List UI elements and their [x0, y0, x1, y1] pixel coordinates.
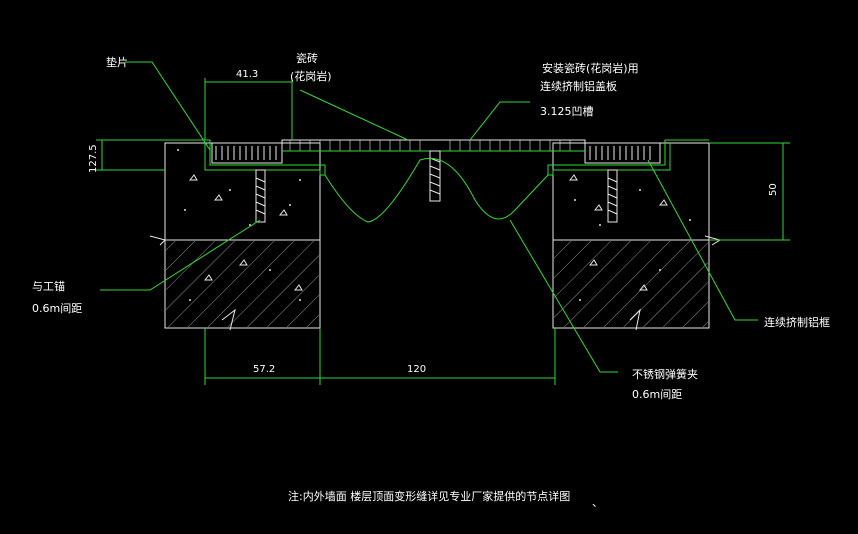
dim-bottom-left: 57.2 — [253, 364, 275, 375]
label-tile-line1: 瓷砖 — [296, 51, 318, 65]
label-frame: 连续挤制铝框 — [764, 315, 830, 329]
label-anchor-line1: 与工锚 — [32, 279, 65, 293]
right-concrete-block — [552, 142, 722, 331]
right-screw — [607, 169, 618, 223]
center-screw — [429, 150, 441, 202]
footnote-mark: 、 — [592, 496, 603, 509]
cover-plate — [281, 139, 586, 152]
dimension-lines — [96, 78, 790, 385]
label-gasket: 垫片 — [106, 55, 128, 69]
dim-bottom-gap: 120 — [407, 364, 426, 375]
dim-top-width: 41.3 — [236, 69, 258, 80]
dim-left-height: 127.5 — [88, 144, 99, 173]
left-concrete-block — [149, 142, 321, 331]
label-cover-line1: 安装瓷砖(花岗岩)用 — [542, 61, 639, 75]
label-cover-line2: 连续挤制铝盖板 — [540, 79, 617, 93]
label-anchor-line2: 0.6m间距 — [32, 302, 82, 315]
leader-lines — [100, 61, 758, 373]
label-spring-line2: 0.6m间距 — [632, 388, 682, 401]
label-cover-line3: 3.125凹槽 — [540, 105, 594, 118]
dim-right-height: 50 — [768, 183, 779, 196]
left-aluminum-frame — [165, 139, 326, 176]
label-tile-line2: (花岗岩) — [290, 69, 332, 83]
spring-clip — [324, 157, 549, 223]
left-screw — [255, 169, 266, 223]
right-aluminum-frame — [547, 139, 709, 176]
footnote: 注:内外墙面 楼层顶面变形缝详见专业厂家提供的节点详图 — [288, 489, 570, 503]
label-spring-line1: 不锈钢弹簧夹 — [632, 367, 698, 381]
